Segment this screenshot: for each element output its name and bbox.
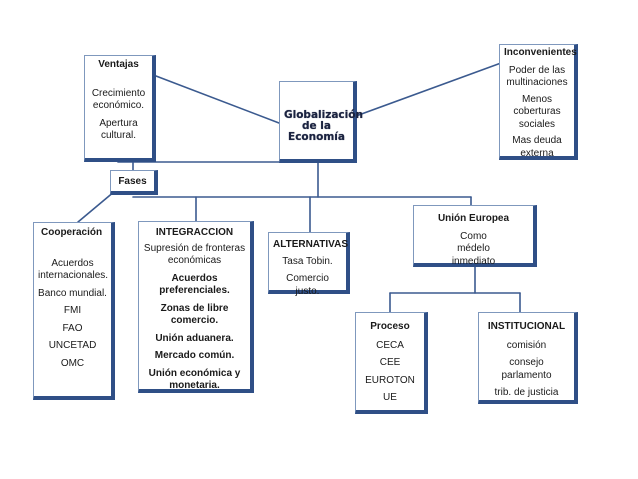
node-inconvenientes-item: Poder de las multinaciones [506, 64, 568, 89]
node-proceso-item: CECA [376, 339, 404, 351]
node-cooperacion-item: FAO [62, 322, 83, 334]
node-institucional-item: trib. de justicia [494, 387, 559, 398]
node-institucional: INSTITUCIONAL comisión consejo parlament… [478, 312, 578, 404]
node-alternativas: ALTERNATIVAS Tasa Tobin. Comercio justo. [268, 232, 350, 297]
node-alternativas-heading: ALTERNATIVAS [273, 239, 348, 250]
node-integracion-item: Unión aduanera. [155, 332, 234, 344]
node-fases: Fases [110, 170, 158, 195]
node-ventajas-item: Apertura cultural. [99, 117, 138, 142]
node-institucional-item: consejo parlamento [501, 357, 552, 381]
node-ventajas-item: Crecimiento económico. [91, 87, 146, 112]
node-proceso-item: EUROTON [365, 374, 415, 386]
node-integracion-item: Unión económica y monetaria. [148, 367, 241, 392]
node-cooperacion-heading: Cooperación [41, 227, 103, 238]
node-integracion-item: Acuerdos preferenciales. [159, 272, 230, 297]
node-union-europea: Unión Europea Como médelo inmediato [413, 205, 537, 267]
connector-main-inconvenientes [355, 62, 502, 117]
node-alternativas-item: Tasa Tobin. [282, 255, 333, 267]
node-cooperacion-item: Acuerdos internacionales. [38, 257, 109, 282]
connector-fases-cooperacion [77, 190, 116, 223]
node-union-europea-item: Como médelo inmediato [451, 230, 496, 267]
node-integracion: INTEGRACCION Supresión de fronteras econ… [138, 221, 254, 393]
connector-main-ventajas [155, 75, 280, 124]
node-proceso: Proceso CECA CEE EUROTON UE [355, 312, 428, 414]
node-ventajas: Ventajas Crecimiento económico. Apertura… [84, 55, 156, 162]
node-inconvenientes: Inconvenientes Poder de las multinacione… [499, 44, 578, 160]
node-union-europea-heading: Unión Europea [437, 213, 510, 224]
node-cooperacion-item: UNCETAD [48, 340, 97, 351]
node-ventajas-heading: Ventajas [98, 59, 139, 70]
node-cooperacion-item: Banco mundial. [38, 287, 107, 299]
node-globalizacion-title: Globalización de la Economía [284, 109, 363, 143]
node-fases-heading: Fases [118, 176, 147, 187]
node-integracion-item: Zonas de libre comercio. [160, 302, 229, 327]
node-institucional-heading: INSTITUCIONAL [487, 321, 566, 332]
node-globalizacion: Globalización de la Economía [279, 81, 363, 163]
node-integracion-heading: INTEGRACCION [155, 227, 234, 238]
node-inconvenientes-item: Mas deuda externa [512, 135, 562, 159]
node-alternativas-item: Comercio justo. [286, 273, 329, 297]
node-cooperacion-item: FMI [63, 305, 82, 316]
node-cooperacion-item: OMC [60, 357, 85, 369]
node-integracion-item: Mercado común. [154, 350, 235, 361]
node-integracion-item: Supresión de fronteras económicas [143, 242, 246, 267]
node-proceso-item: UE [383, 392, 397, 403]
node-cooperacion: Cooperación Acuerdos internacionales. Ba… [33, 222, 115, 400]
node-institucional-item: comisión [506, 339, 547, 351]
node-inconvenientes-item: Menos coberturas sociales [513, 93, 561, 130]
node-proceso-item: CEE [379, 357, 401, 368]
node-inconvenientes-heading: Inconvenientes [504, 47, 577, 58]
node-proceso-heading: Proceso [370, 321, 410, 332]
